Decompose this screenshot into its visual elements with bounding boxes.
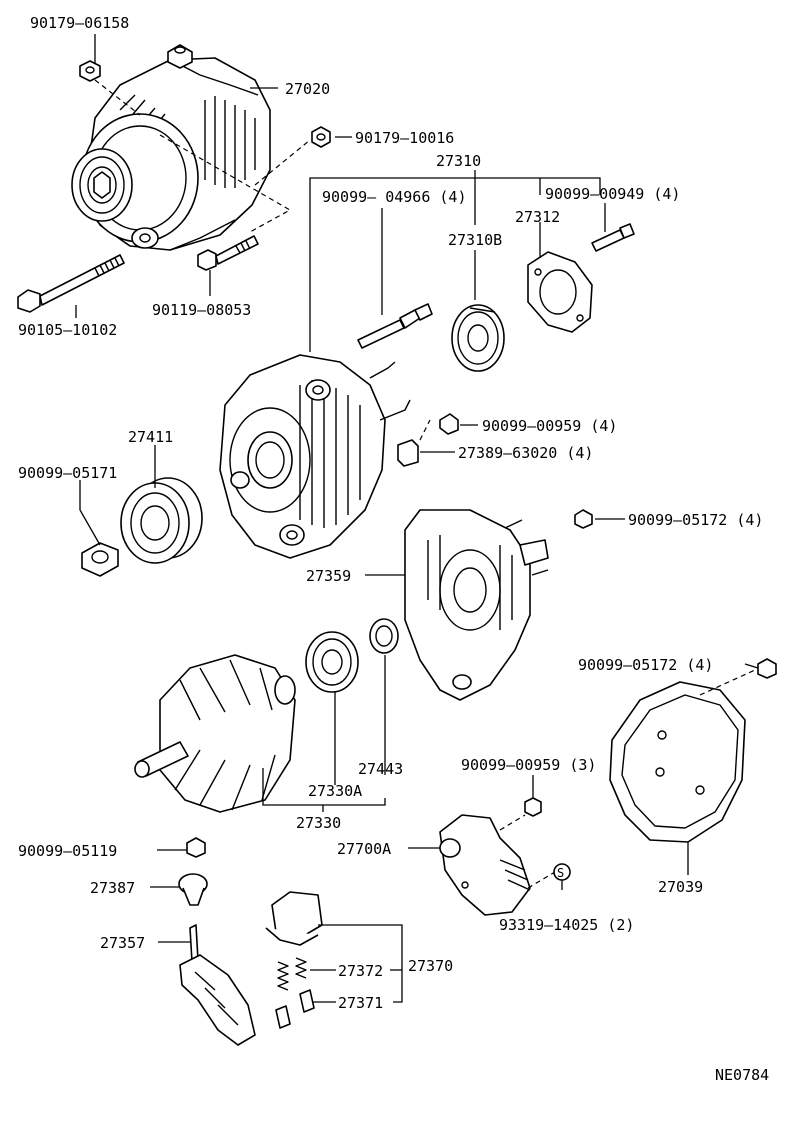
dashed-guide-nut [254,139,311,186]
label-90099-00949: 90099–00949 (4) [545,185,680,203]
dashed-guide-rear-cover [699,669,756,696]
brush-holder-27370-illustration [265,891,323,946]
alternator-assembly-illustration [71,44,271,251]
dashed-guide-insulator [419,419,431,441]
label-27370: 27370 [408,957,453,975]
nut-90179-06158-illustration [79,60,101,82]
screw-90099-00959-3-illustration [524,797,542,817]
label-90099-05172-lower: 90099–05172 (4) [578,656,713,674]
label-27443: 27443 [358,760,403,778]
label-90105-10102: 90105–10102 [18,321,117,339]
screw-90099-00959-illustration [439,413,459,435]
label-27389-63020: 27389–63020 (4) [458,444,593,462]
label-27357: 27357 [100,934,145,952]
insulator-27387-illustration [178,873,208,906]
rotor-27330-illustration [134,654,296,813]
retainer-plate-27312-illustration [527,251,593,333]
label-27310: 27310 [436,152,481,170]
label-90179-06158: 90179–06158 [30,14,129,32]
drive-end-frame-illustration [219,354,411,559]
brushes-27371-illustration [275,989,315,1029]
label-90099-04966: 90099– 04966 (4) [322,188,467,206]
label-90099-05172-upper: 90099–05172 (4) [628,511,763,529]
nut-90099-05172-upper-illustration [574,509,593,529]
bearing-27330a-illustration [305,631,359,693]
label-27371: 27371 [338,994,383,1012]
label-27372: 27372 [338,962,383,980]
rear-cover-27039-illustration [609,681,746,843]
nut-90099-05172-lower-illustration [757,658,777,679]
label-27700a: 27700A [337,840,391,858]
nut-90099-05171-illustration [81,542,119,577]
springs-27372-illustration [277,957,307,991]
label-90099-00959-4: 90099–00959 (4) [482,417,617,435]
label-90119-08053: 90119–08053 [152,301,251,319]
rectifier-end-frame-27359-illustration [404,509,549,701]
nut-90179-10016-illustration [311,126,331,148]
label-27310b: 27310B [448,231,502,249]
label-27330a: 27330A [308,782,362,800]
label-27411: 27411 [128,428,173,446]
label-27387: 27387 [90,879,135,897]
label-27039: 27039 [658,878,703,896]
nut-90099-05119-illustration [186,837,206,858]
leader-lines [75,34,759,1003]
diagram-code: NE0784 [715,1066,769,1084]
label-27312: 27312 [515,208,560,226]
cover-27443-illustration [369,618,399,654]
label-90179-10016: 90179–10016 [355,129,454,147]
screw-mark-s-icon: S [553,863,571,881]
dashed-guide-top-nut [94,79,141,116]
regulator-27700a-illustration [439,814,531,916]
label-90099-00959-3: 90099–00959 (3) [461,756,596,774]
label-90099-05171: 90099–05171 [18,464,117,482]
pulley-27411-illustration [120,477,203,564]
svg-text:S: S [557,866,564,880]
insulator-27389-illustration [397,439,419,467]
bearing-27310b-illustration [451,304,505,372]
label-27359: 27359 [306,567,351,585]
bolt-90119-08053-illustration [197,235,259,271]
screw-90099-04966-illustration [357,303,433,349]
dashed-guide-regulator-screw [499,814,526,831]
dashed-guide-93319 [527,871,556,889]
label-27330: 27330 [296,814,341,832]
label-93319-14025: 93319–14025 (2) [499,916,634,934]
bolt-90105-10102-illustration [17,254,125,313]
label-27020: 27020 [285,80,330,98]
rectifier-27357-illustration [179,924,256,1046]
dashed-guide-bolt [159,134,292,233]
screw-90099-00949-illustration [591,223,635,252]
label-90099-05119: 90099–05119 [18,842,117,860]
